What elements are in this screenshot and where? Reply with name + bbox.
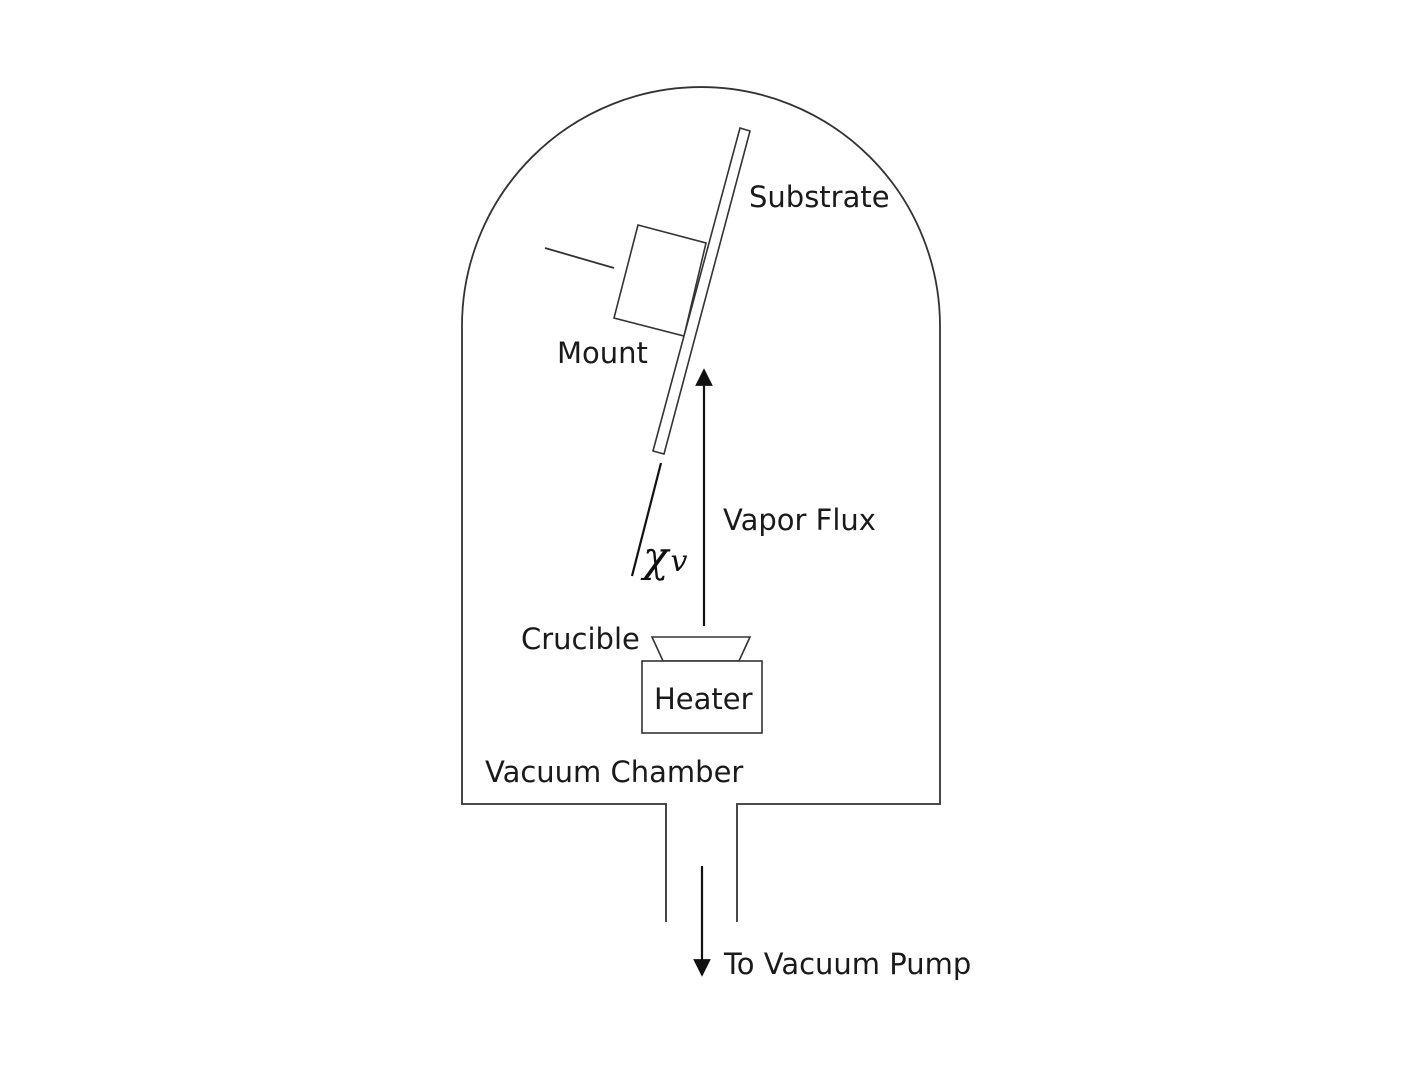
vacuum-chamber-label: Vacuum Chamber bbox=[485, 755, 743, 789]
heater-box bbox=[641, 660, 763, 734]
angle-chi-label: χv bbox=[640, 532, 687, 581]
angle-subscript: v bbox=[670, 544, 687, 579]
crucible-label: Crucible bbox=[521, 622, 640, 656]
mount-label: Mount bbox=[557, 336, 648, 370]
vacuum-chamber-outline bbox=[461, 86, 941, 922]
angle-symbol: χ bbox=[640, 532, 671, 581]
to-vacuum-pump-label: To Vacuum Pump bbox=[723, 947, 971, 981]
substrate-plate bbox=[652, 126, 751, 455]
heater-label: Heater bbox=[654, 682, 753, 716]
crucible bbox=[650, 636, 752, 662]
mount-rod bbox=[544, 247, 615, 269]
substrate-normal-line bbox=[630, 462, 663, 577]
substrate-label: Substrate bbox=[749, 180, 890, 214]
vapor-flux-label: Vapor Flux bbox=[723, 503, 876, 537]
